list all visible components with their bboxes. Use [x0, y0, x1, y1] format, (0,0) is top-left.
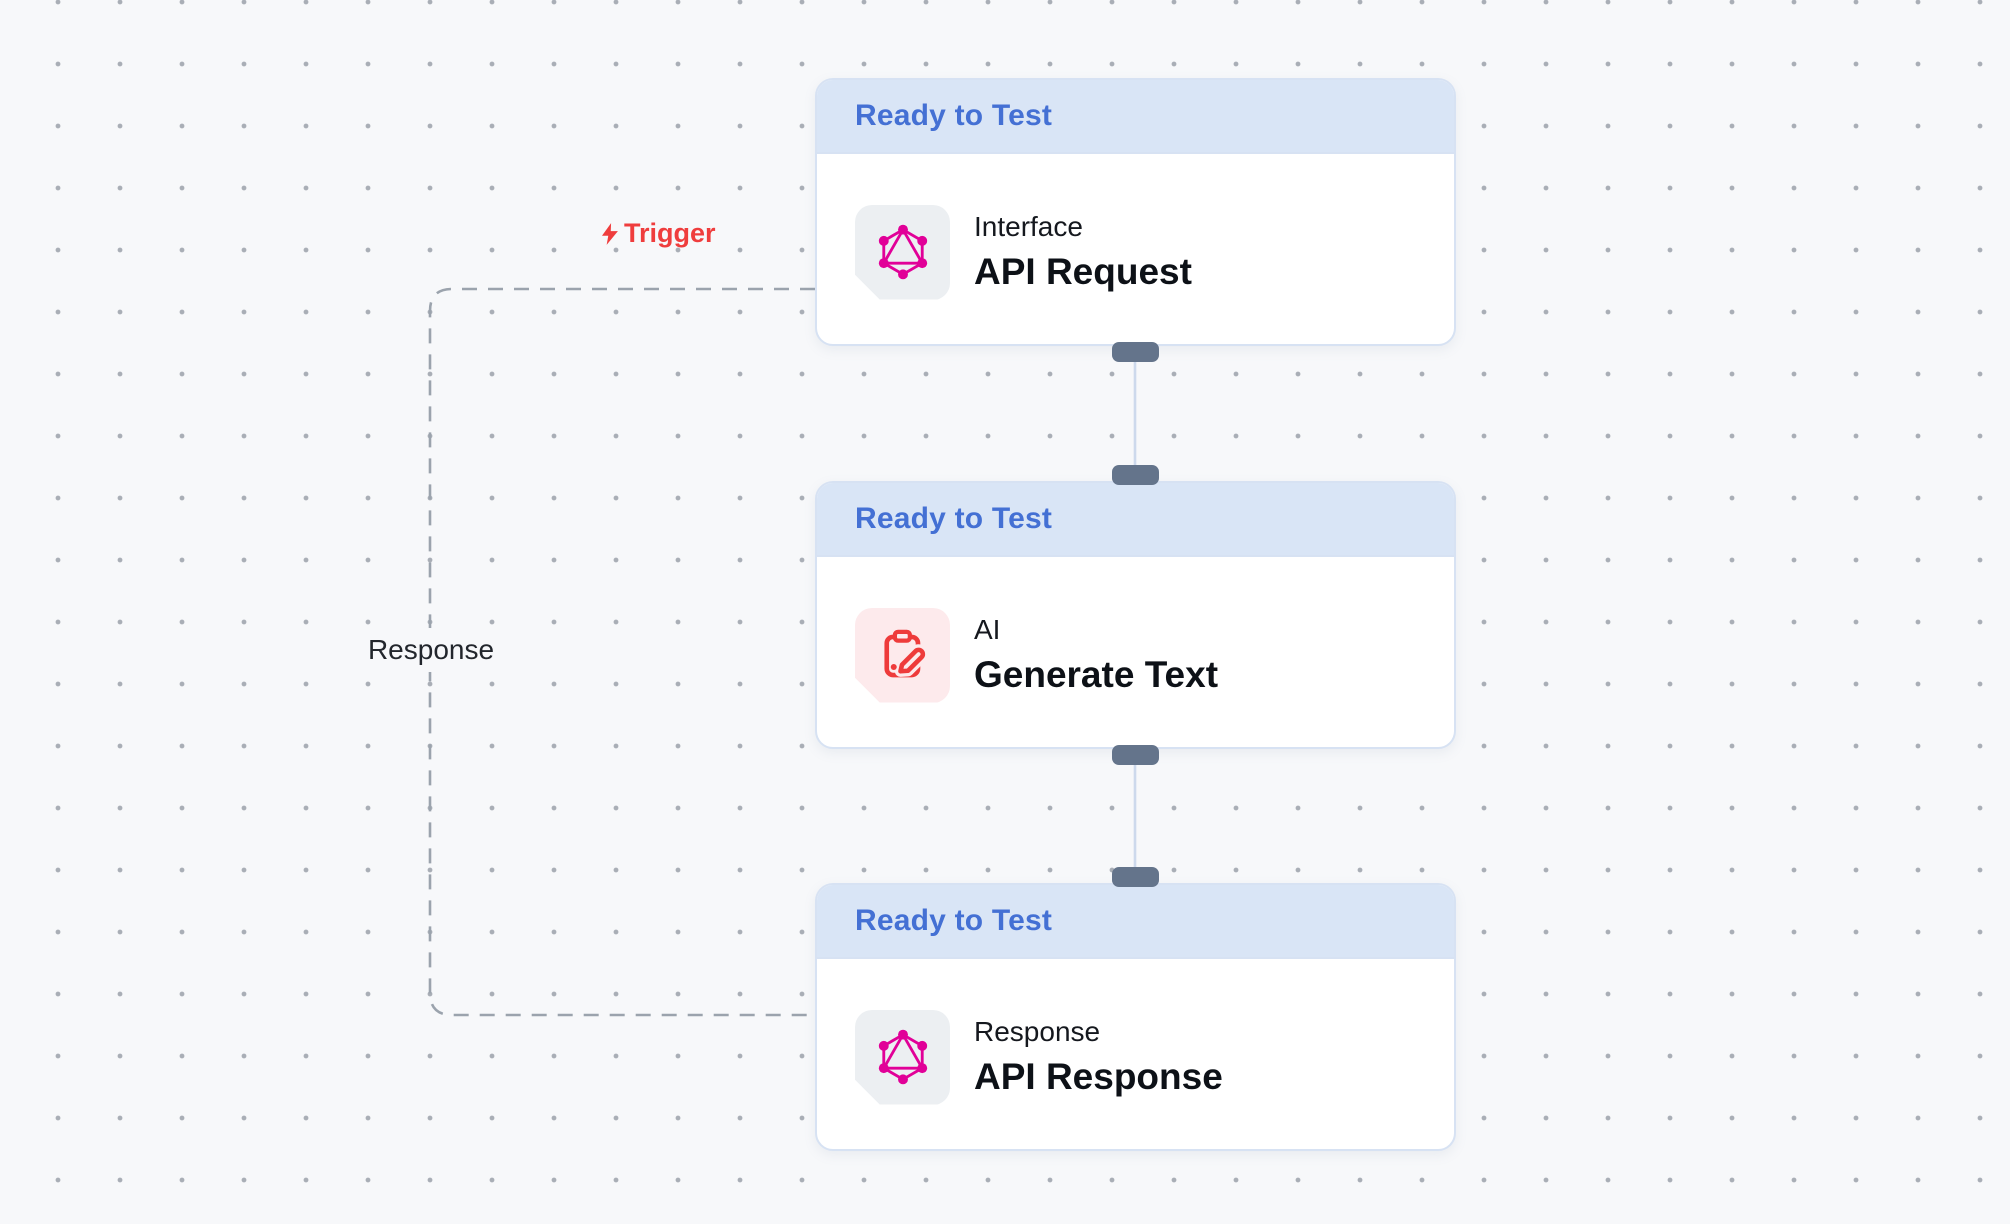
node-body: Response API Response — [817, 959, 1454, 1149]
node-api-request[interactable]: Ready to Test Interface API Request — [815, 78, 1456, 346]
node-category: AI — [974, 613, 1001, 645]
clipboard-pen-icon — [855, 607, 950, 703]
connection-handle-node1-bottom[interactable] — [1112, 342, 1159, 362]
response-edge-label: Response — [355, 628, 507, 672]
status-badge: Ready to Test — [855, 904, 1053, 937]
graphql-icon — [855, 204, 950, 300]
node-api-response[interactable]: Ready to Test Response API Response — [815, 883, 1456, 1151]
graphql-icon — [855, 1009, 950, 1105]
node-title: API Request — [974, 250, 1192, 292]
node-category: Response — [974, 1015, 1101, 1047]
node-title: Generate Text — [974, 653, 1219, 695]
node-status-header: Ready to Test — [817, 885, 1454, 959]
response-label-text: Response — [367, 634, 495, 665]
connection-handle-node2-top[interactable] — [1112, 465, 1159, 485]
lightning-bolt-icon — [601, 222, 618, 245]
node-category: Interface — [974, 210, 1083, 242]
status-badge: Ready to Test — [855, 502, 1053, 535]
node-status-header: Ready to Test — [817, 80, 1454, 154]
node-title: API Response — [974, 1055, 1223, 1097]
trigger-label-text: Trigger — [624, 218, 716, 248]
status-badge: Ready to Test — [855, 99, 1053, 132]
node-generate-text[interactable]: Ready to Test AI Generate Text — [815, 481, 1456, 749]
connection-handle-node2-bottom[interactable] — [1112, 745, 1159, 765]
node-status-header: Ready to Test — [817, 483, 1454, 557]
connection-handle-node3-top[interactable] — [1112, 867, 1159, 887]
node-body: AI Generate Text — [817, 557, 1454, 747]
trigger-edge-label: Trigger — [597, 218, 716, 249]
node-body: Interface API Request — [817, 154, 1454, 344]
